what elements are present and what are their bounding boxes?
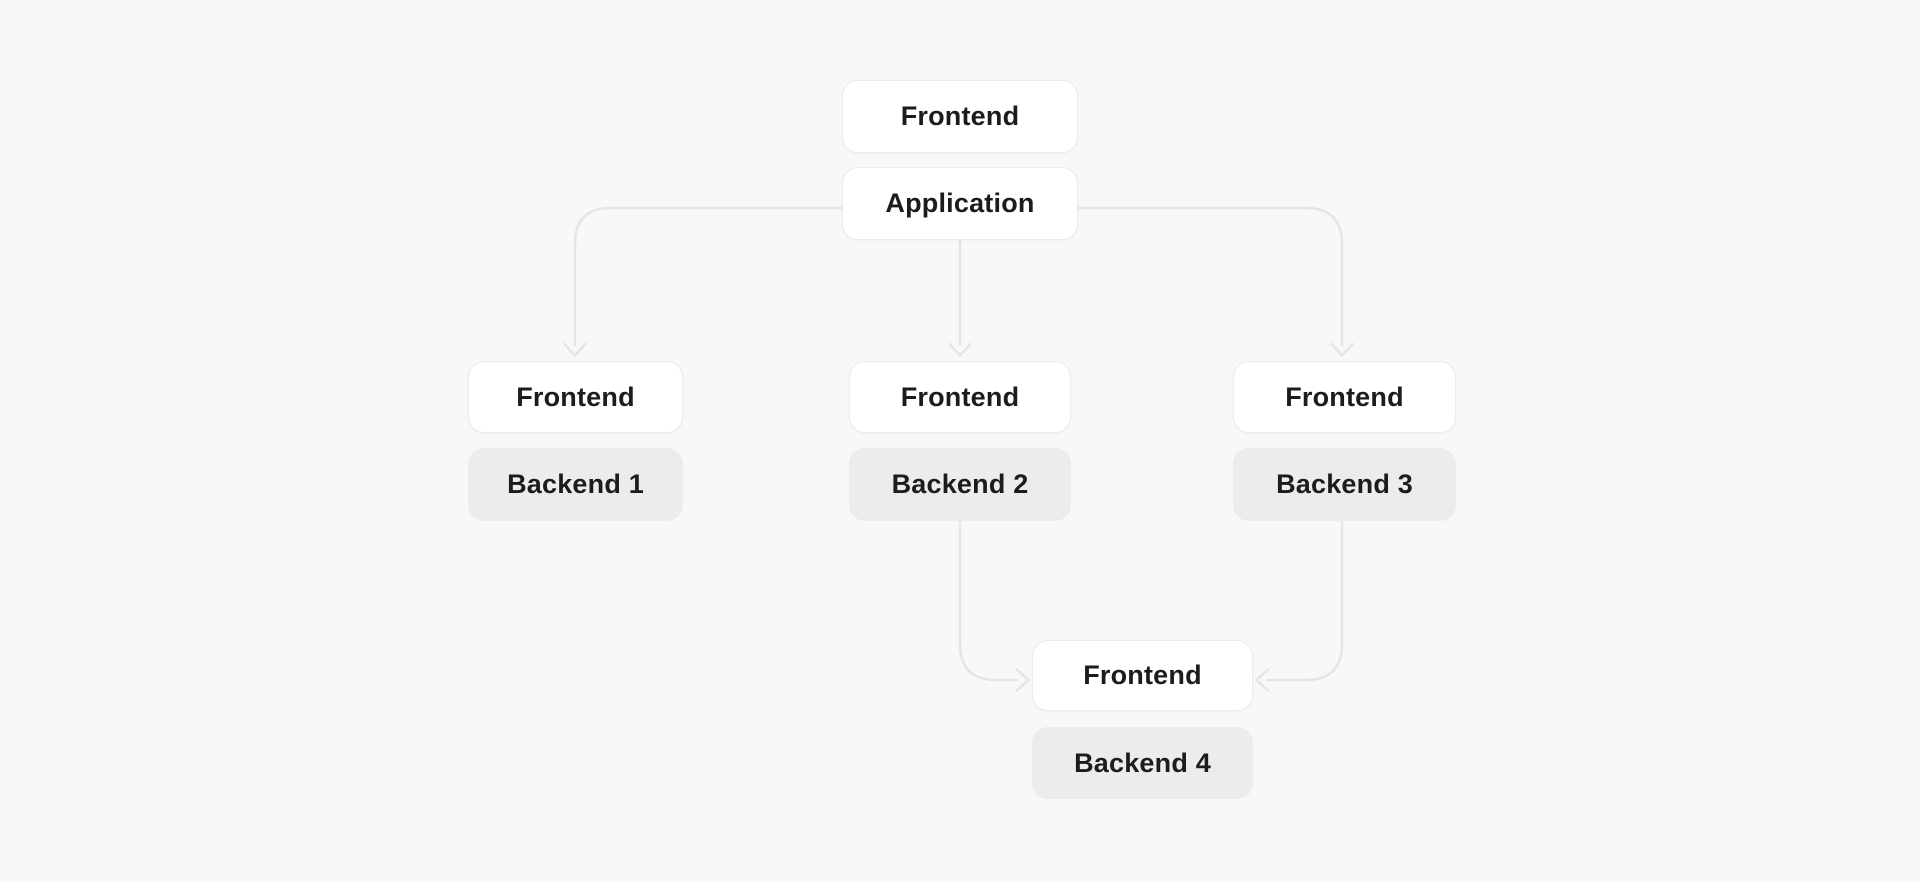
node-frontend-2[interactable]: Frontend — [849, 361, 1071, 433]
arrowhead-down-icon — [1330, 342, 1354, 357]
node-label: Backend 1 — [507, 469, 644, 499]
arrowhead-right-icon — [1015, 668, 1030, 692]
node-application[interactable]: Application — [842, 167, 1078, 240]
arrowhead-left-icon — [1255, 668, 1270, 692]
edge-backend-2-frontend-4 — [958, 519, 1030, 692]
node-frontend-4[interactable]: Frontend — [1032, 640, 1253, 711]
node-label: Backend 4 — [1074, 747, 1211, 778]
edge-application-frontend-1 — [563, 206, 844, 357]
arrowhead-down-icon — [563, 342, 587, 357]
node-frontend-1[interactable]: Frontend — [468, 361, 683, 433]
arrowhead-down-icon — [948, 342, 972, 357]
node-backend-3[interactable]: Backend 3 — [1233, 448, 1456, 521]
node-label: Application — [885, 188, 1035, 218]
edge-application-frontend-3 — [1076, 206, 1354, 357]
node-frontend-top[interactable]: Frontend — [842, 80, 1078, 153]
node-label: Frontend — [900, 381, 1020, 412]
node-label: Frontend — [1285, 381, 1404, 412]
node-backend-2[interactable]: Backend 2 — [849, 448, 1071, 521]
node-label: Frontend — [1083, 660, 1202, 690]
node-backend-4[interactable]: Backend 4 — [1032, 727, 1253, 799]
node-backend-1[interactable]: Backend 1 — [468, 448, 683, 521]
node-label: Frontend — [516, 381, 635, 412]
edge-application-frontend-2 — [948, 238, 972, 357]
node-label: Backend 3 — [1276, 469, 1413, 499]
node-label: Backend 2 — [891, 469, 1029, 499]
node-frontend-3[interactable]: Frontend — [1233, 361, 1456, 433]
node-label: Frontend — [900, 101, 1020, 131]
edge-backend-3-frontend-4 — [1255, 519, 1344, 692]
